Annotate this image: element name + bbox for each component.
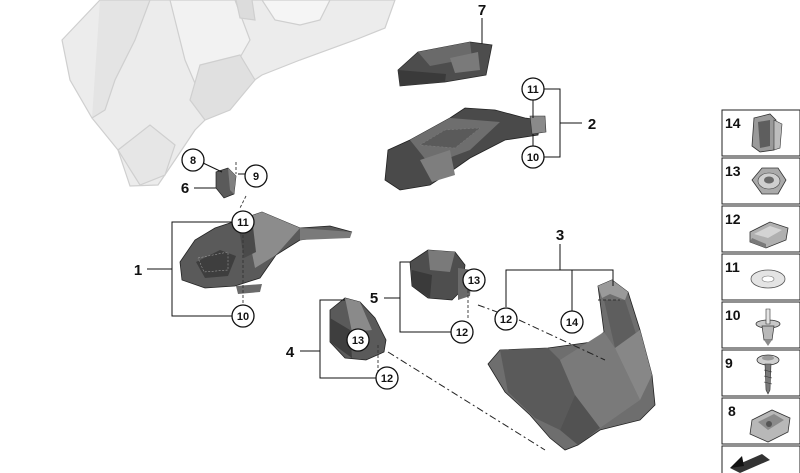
hardware-legend: 14 13 12 — [721, 109, 800, 473]
callout-8: 8 — [181, 148, 205, 172]
callout-12-right: 12 — [494, 307, 518, 331]
part-number-3: 3 — [556, 227, 564, 244]
part-number-5: 5 — [370, 290, 378, 307]
svg-text:9: 9 — [725, 355, 733, 371]
part-2-shape — [384, 107, 547, 191]
svg-text:14: 14 — [566, 317, 579, 329]
svg-text:10: 10 — [725, 307, 741, 323]
callout-13-middle: 13 — [462, 268, 486, 292]
legend-item-11: 11 — [721, 253, 800, 301]
svg-text:12: 12 — [500, 314, 512, 326]
legend-item-8: 8 — [721, 397, 800, 445]
svg-text:11: 11 — [527, 84, 539, 96]
expanding-rivet-icon — [755, 308, 781, 346]
legend-item-14: 14 — [721, 109, 800, 157]
svg-text:9: 9 — [253, 171, 259, 183]
svg-text:13: 13 — [725, 163, 741, 179]
svg-text:10: 10 — [527, 152, 539, 164]
svg-text:12: 12 — [456, 327, 468, 339]
part-number-6: 6 — [181, 180, 189, 197]
callout-14: 14 — [560, 310, 584, 334]
svg-text:11: 11 — [237, 217, 249, 229]
washer-icon — [750, 269, 786, 289]
arrow-icon — [730, 454, 770, 473]
dashboard-outline — [61, 0, 396, 187]
callout-10-top-right: 10 — [521, 145, 545, 169]
svg-text:14: 14 — [725, 115, 741, 131]
callout-11-left: 11 — [231, 210, 255, 234]
part-number-2: 2 — [588, 116, 596, 133]
svg-text:11: 11 — [725, 259, 740, 275]
svg-text:12: 12 — [725, 211, 741, 227]
hex-nut-icon — [751, 167, 787, 195]
legend-item-13: 13 — [721, 157, 800, 205]
svg-text:13: 13 — [352, 335, 364, 347]
callout-11-top-right: 11 — [521, 77, 545, 101]
part-5-shape — [409, 249, 472, 301]
legend-item-10: 10 — [721, 301, 800, 349]
part-3-shape — [487, 279, 656, 451]
clip-icon — [751, 113, 783, 153]
part-number-7: 7 — [478, 2, 486, 19]
part-number-1: 1 — [134, 262, 142, 279]
part-1-shape — [179, 211, 353, 294]
svg-text:10: 10 — [237, 311, 249, 323]
svg-text:8: 8 — [728, 403, 736, 419]
svg-text:13: 13 — [468, 275, 480, 287]
clip-nut-icon — [749, 409, 791, 443]
leader-lines — [147, 18, 620, 451]
part-6-shape — [215, 167, 237, 199]
callout-12-middle: 12 — [450, 320, 474, 344]
callout-13-lower: 13 — [346, 328, 370, 352]
callout-9: 9 — [244, 164, 268, 188]
callout-10-left: 10 — [231, 304, 255, 328]
svg-text:12: 12 — [381, 373, 393, 385]
part-number-4: 4 — [286, 344, 295, 361]
callout-12-lower: 12 — [375, 366, 399, 390]
screw-icon — [756, 354, 780, 395]
spring-clip-icon — [749, 221, 789, 249]
legend-item-arrow — [721, 445, 800, 473]
legend-item-9: 9 — [721, 349, 800, 397]
legend-item-12: 12 — [721, 205, 800, 253]
svg-text:8: 8 — [190, 155, 196, 167]
part-7-shape — [397, 41, 493, 87]
